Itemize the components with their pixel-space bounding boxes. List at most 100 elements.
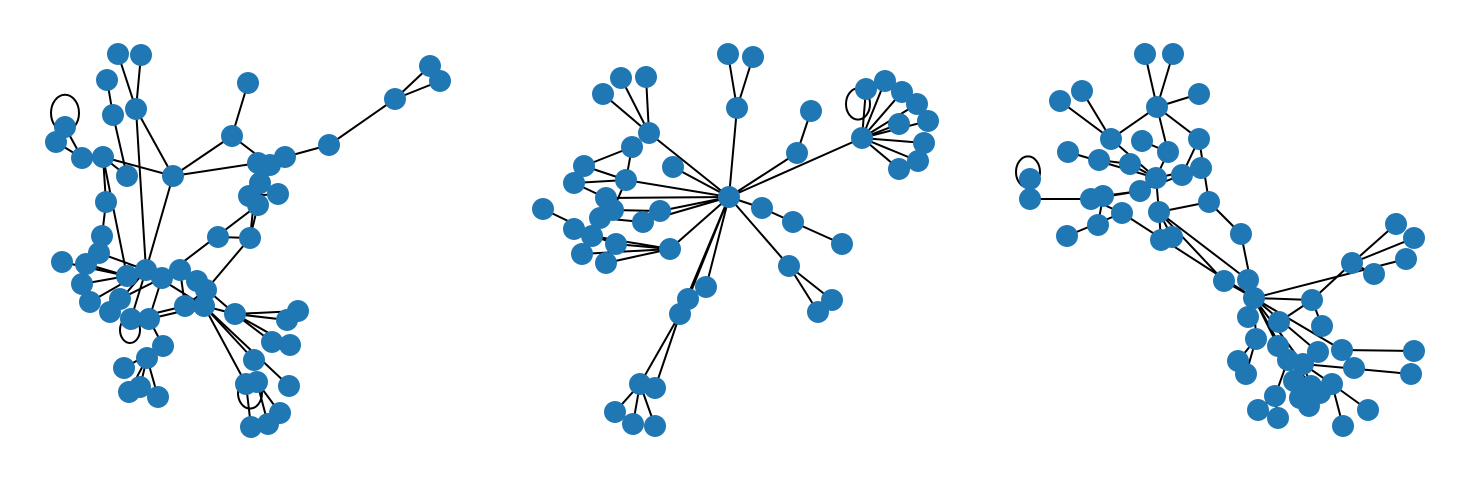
- graph-node: [1088, 149, 1110, 171]
- graph-node: [604, 401, 626, 423]
- graph-node: [717, 43, 739, 65]
- graph-node: [855, 78, 877, 100]
- graph-edge: [648, 132, 730, 198]
- graph-edge: [728, 152, 798, 198]
- graph-node: [136, 347, 158, 369]
- graph-edge: [1158, 211, 1225, 282]
- graph-node: [278, 375, 300, 397]
- graph-node: [695, 276, 717, 298]
- graph-node: [247, 194, 269, 216]
- graph-node: [429, 70, 451, 92]
- graph-node: [573, 155, 595, 177]
- graph-node: [907, 150, 929, 172]
- graph-node: [221, 125, 243, 147]
- graph-node: [267, 183, 289, 205]
- graph-node: [888, 158, 910, 180]
- graph-node: [1049, 90, 1071, 112]
- graph-edge: [1341, 349, 1415, 352]
- graph-node: [279, 334, 301, 356]
- graph-node: [207, 226, 229, 248]
- graph-node: [1190, 157, 1212, 179]
- graph-node: [1145, 167, 1167, 189]
- graph-edge: [639, 313, 681, 385]
- graph-node: [605, 233, 627, 255]
- graph-node: [109, 288, 131, 310]
- graph-edge: [135, 108, 147, 271]
- graph-edge: [328, 98, 396, 146]
- graph-node: [1400, 363, 1422, 385]
- graph-node: [102, 104, 124, 126]
- graph-edge: [1253, 297, 1343, 351]
- graph-node: [786, 142, 808, 164]
- graph-node: [113, 357, 135, 379]
- graph-node: [1237, 269, 1259, 291]
- graph-node: [917, 110, 939, 132]
- graph-edge: [728, 137, 863, 198]
- graph-node: [1129, 180, 1151, 202]
- graph-node: [807, 301, 829, 323]
- graph-edge: [102, 156, 128, 277]
- graph-node: [1131, 130, 1153, 152]
- graph-node: [891, 81, 913, 103]
- graph-node: [1264, 385, 1286, 407]
- graph-2: [532, 43, 939, 437]
- graph-node: [913, 132, 935, 154]
- graph-node: [615, 169, 637, 191]
- graph-edge: [145, 175, 174, 271]
- graph-edge: [669, 196, 730, 250]
- graph-node: [1071, 80, 1093, 102]
- graph-node: [95, 191, 117, 213]
- graph-node: [88, 242, 110, 264]
- graph-node: [1019, 168, 1041, 190]
- graph-node: [1235, 363, 1257, 385]
- graph-node: [147, 386, 169, 408]
- graph-node: [644, 377, 666, 399]
- graph-node: [571, 243, 593, 265]
- graph-node: [1111, 202, 1133, 224]
- graph-node: [718, 186, 740, 208]
- graph-node: [1119, 153, 1141, 175]
- graph-node: [71, 147, 93, 169]
- graph-node: [532, 198, 554, 220]
- graph-node: [91, 225, 113, 247]
- graph-node: [116, 165, 138, 187]
- graph-node: [1331, 339, 1353, 361]
- graph-node: [318, 134, 340, 156]
- graph-node: [287, 300, 309, 322]
- graph-edge: [172, 162, 259, 177]
- graph-node: [1100, 128, 1122, 150]
- graph-edge: [1067, 151, 1157, 179]
- graph-node: [1267, 407, 1289, 429]
- graph-node: [851, 127, 873, 149]
- graph-node: [1243, 287, 1265, 309]
- graph-node: [831, 233, 853, 255]
- graph-1: [45, 43, 451, 438]
- graph-node: [1268, 311, 1290, 333]
- graph-node: [1057, 141, 1079, 163]
- graph-edge: [625, 179, 730, 198]
- graph-node: [751, 197, 773, 219]
- graph-node: [193, 295, 215, 317]
- graph-node: [1056, 225, 1078, 247]
- graph-node: [1019, 188, 1041, 210]
- graph-node: [71, 273, 93, 295]
- graph-node: [152, 335, 174, 357]
- graph-node: [1332, 415, 1354, 437]
- graph-node: [888, 113, 910, 135]
- graph-node: [107, 43, 129, 65]
- graph-edge: [728, 107, 738, 198]
- graph-node: [644, 415, 666, 437]
- graph-node: [800, 100, 822, 122]
- graph-node: [1307, 341, 1329, 363]
- graph-node: [1341, 252, 1363, 274]
- graph-node: [638, 122, 660, 144]
- graph-node: [1134, 43, 1156, 65]
- graph-edge: [705, 196, 730, 288]
- graph-edge: [728, 196, 790, 267]
- graph-node: [79, 291, 101, 313]
- graph-node: [632, 211, 654, 233]
- graph-node: [1247, 399, 1269, 421]
- graph-node: [563, 218, 585, 240]
- graph-node: [162, 165, 184, 187]
- graph-node: [589, 207, 611, 229]
